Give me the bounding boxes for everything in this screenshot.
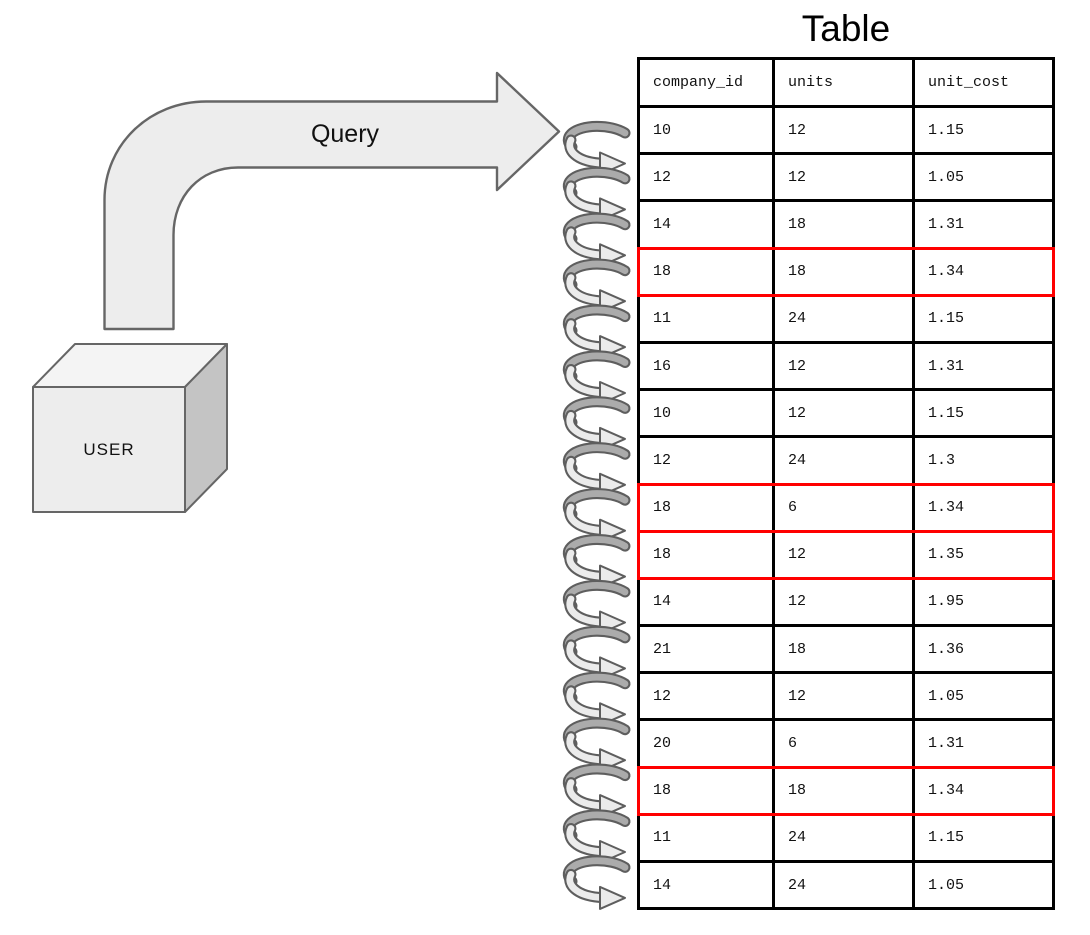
- cell-unit-cost: 1.15: [928, 310, 965, 328]
- table-row: 12 12 1.05: [640, 674, 1052, 722]
- cell-unit-cost: 1.31: [928, 357, 965, 375]
- cell-unit-cost: 1.34: [928, 263, 965, 281]
- cell-units: 6: [775, 721, 915, 766]
- table-body: 10 12 1.15 12 12 1.05 14 18 1.31 18 18 1…: [637, 108, 1055, 908]
- query-arrow-label: Query: [310, 120, 380, 148]
- table-row: 21 18 1.36: [640, 627, 1052, 675]
- cell-units: 12: [775, 674, 915, 719]
- cell-company-id: 11: [640, 815, 775, 860]
- column-header-unit-cost: unit_cost: [928, 74, 1010, 91]
- cell-units: 12: [775, 108, 915, 153]
- table-row: 14 12 1.95: [640, 579, 1052, 628]
- cell-unit-cost: 1.15: [928, 404, 965, 422]
- cube-front-face: [32, 386, 186, 513]
- cell-unit-cost: 1.15: [928, 121, 965, 139]
- cell-units: 24: [775, 815, 915, 860]
- table-row: 10 12 1.15: [640, 108, 1052, 156]
- cell-company-id: 14: [640, 202, 775, 247]
- table-row: 14 24 1.05: [640, 863, 1052, 908]
- cell-company-id: 12: [640, 438, 775, 483]
- column-header-company-id: company_id: [640, 60, 775, 105]
- cell-company-id: 21: [640, 627, 775, 672]
- cell-company-id: 12: [640, 674, 775, 719]
- cell-company-id: 16: [640, 343, 775, 389]
- cell-company-id: 18: [640, 768, 775, 813]
- cell-unit-cost: 1.05: [928, 876, 965, 894]
- data-table: company_id units unit_cost 10 12 1.15 12…: [637, 57, 1055, 911]
- cell-units: 6: [775, 485, 915, 530]
- cell-unit-cost: 1.34: [928, 782, 965, 800]
- cell-units: 18: [775, 202, 915, 247]
- cell-unit-cost: 1.3: [928, 451, 956, 469]
- coil-arrows: [560, 0, 632, 935]
- query-arrow: [103, 71, 561, 331]
- table-row: 18 18 1.34: [637, 765, 1055, 816]
- cell-company-id: 18: [640, 485, 775, 530]
- cell-units: 18: [775, 249, 915, 294]
- cell-unit-cost: 1.05: [928, 687, 965, 705]
- cell-units: 24: [775, 863, 915, 908]
- table-row: 16 12 1.31: [640, 343, 1052, 392]
- table-row: 11 24 1.15: [640, 296, 1052, 344]
- cell-company-id: 18: [640, 532, 775, 577]
- table-row: 14 18 1.31: [640, 202, 1052, 250]
- diagram-title: Table: [801, 8, 891, 49]
- user-box-label: USER: [83, 439, 135, 459]
- cell-unit-cost: 1.05: [928, 168, 965, 186]
- cell-units: 18: [775, 768, 915, 813]
- table-header-row: company_id units unit_cost: [640, 60, 1052, 108]
- cell-unit-cost: 1.15: [928, 829, 965, 847]
- cell-company-id: 18: [640, 249, 775, 294]
- table-row: 10 12 1.15: [640, 391, 1052, 439]
- cell-units: 12: [775, 532, 915, 577]
- cell-units: 12: [775, 391, 915, 436]
- cell-unit-cost: 1.95: [928, 593, 965, 611]
- cell-company-id: 14: [640, 579, 775, 625]
- cell-unit-cost: 1.35: [928, 546, 965, 564]
- cell-unit-cost: 1.34: [928, 499, 965, 517]
- column-header-units: units: [775, 60, 915, 105]
- cell-units: 12: [775, 579, 915, 625]
- table-row: 12 12 1.05: [640, 155, 1052, 203]
- cell-units: 18: [775, 627, 915, 672]
- cell-unit-cost: 1.31: [928, 215, 965, 233]
- cell-unit-cost: 1.31: [928, 735, 965, 753]
- cell-company-id: 11: [640, 296, 775, 341]
- coil-loops-container: [568, 126, 625, 909]
- user-box: [32, 343, 228, 513]
- cell-units: 24: [775, 296, 915, 341]
- cell-company-id: 10: [640, 391, 775, 436]
- cell-units: 12: [775, 343, 915, 389]
- cell-units: 24: [775, 438, 915, 483]
- cell-company-id: 10: [640, 108, 775, 153]
- left-diagram: [32, 71, 561, 513]
- table-row: 18 18 1.34: [637, 246, 1055, 297]
- table-row: 12 24 1.3: [640, 438, 1052, 486]
- cell-company-id: 12: [640, 155, 775, 200]
- cell-company-id: 14: [640, 863, 775, 908]
- cell-units: 12: [775, 155, 915, 200]
- table-row: 18 12 1.35: [637, 529, 1055, 580]
- cell-unit-cost: 1.36: [928, 640, 965, 658]
- table-row: 20 6 1.31: [640, 721, 1052, 769]
- table-row: 18 6 1.34: [637, 482, 1055, 533]
- table-row: 11 24 1.15: [640, 815, 1052, 863]
- cell-company-id: 20: [640, 721, 775, 766]
- loop-arrow-icon: [568, 861, 625, 909]
